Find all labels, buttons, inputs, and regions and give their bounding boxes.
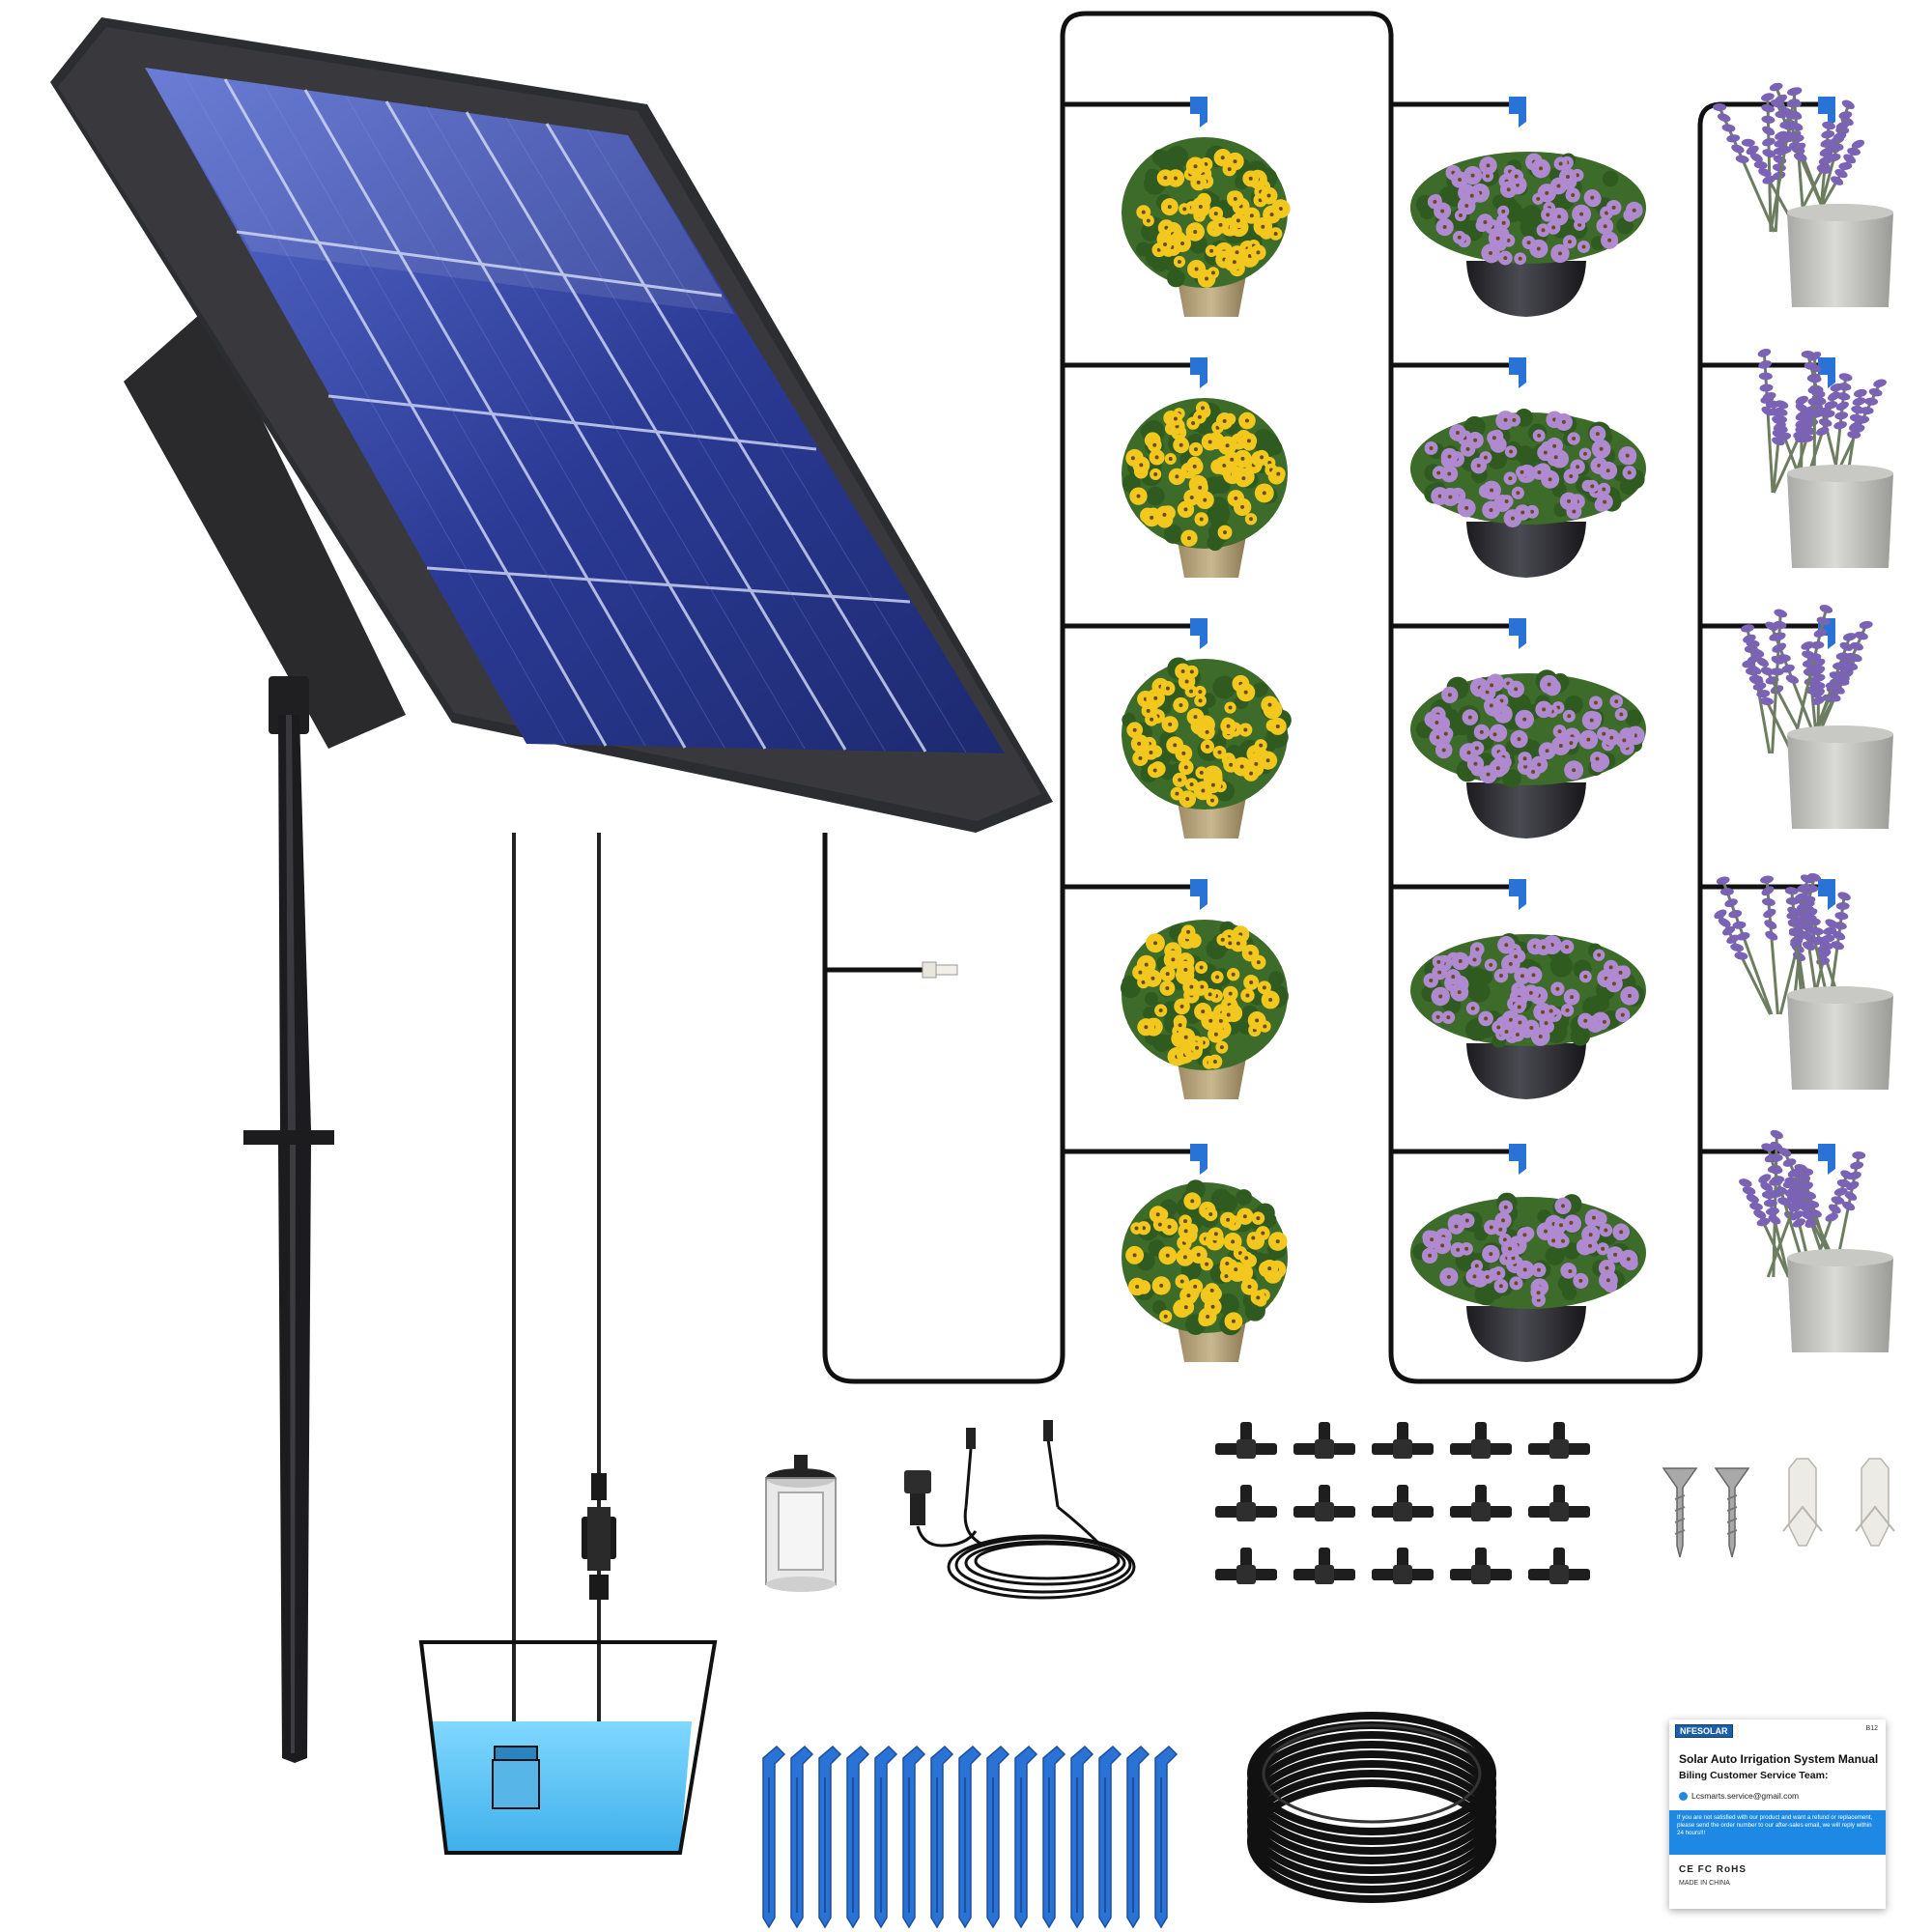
water-pump [492,1746,540,1809]
check-valve [922,961,958,979]
manual-header: NFESOLAR B12 [1669,1719,1886,1741]
screw [1662,1467,1698,1558]
tubing-coil [1247,1712,1496,1903]
solar-panel [50,17,1053,1763]
drip-stakes [762,1745,1179,1929]
tee-connector [1450,1485,1512,1521]
tee-connector [1528,1485,1590,1521]
yellow-flower-pot [1122,398,1288,578]
yellow-flower-pot [1120,920,1289,1099]
tee-connector [1215,1422,1277,1459]
tubing-network [822,11,1826,1384]
purple-flower-pot [1410,933,1646,1099]
plant-grid [1120,82,1893,1362]
drip-stake [902,1745,926,1929]
manual-email: Lcsmarts.service@gmail.com [1691,1791,1800,1801]
inline-connector [582,1473,616,1600]
lavender-pot [1714,872,1893,1090]
tee-connector [1450,1422,1512,1459]
manual-notice: If you are not satisfied with our produc… [1669,1810,1886,1855]
drip-stake [762,1745,786,1929]
drip-stake [818,1745,842,1929]
mounting-screws [1662,1458,1895,1558]
purple-flower-pot [1410,152,1646,317]
drip-stake [1014,1745,1038,1929]
panel-cell-grid [223,78,927,753]
yellow-flower-pot [1122,137,1291,317]
mail-icon [1679,1791,1688,1801]
water-tank [418,1640,718,1855]
purple-flower-pot [1410,1192,1646,1362]
tee-connector [1528,1422,1590,1459]
brand-logo: NFESOLAR [1675,1724,1733,1738]
screw [1714,1467,1750,1558]
drip-stake [1154,1745,1179,1929]
filter [765,1455,837,1592]
tee-connector [1293,1548,1355,1584]
tee-connector [1293,1485,1355,1521]
drip-stake [874,1745,898,1929]
drip-stake [1070,1745,1094,1929]
yellow-flower-pot [1122,1179,1288,1362]
tee-connector [1450,1548,1512,1584]
drip-stake [846,1745,870,1929]
drip-stake [1126,1745,1151,1929]
drip-stake [1098,1745,1122,1929]
drip-stake [1042,1745,1066,1929]
wall-anchor [1782,1458,1823,1547]
lavender-pot [1757,348,1893,568]
purple-flower-pot [1410,409,1646,578]
wall-anchor [1855,1458,1895,1547]
ground-stake [243,676,334,1763]
purple-flower-pot [1410,669,1646,838]
panel-glass [145,68,1005,753]
lavender-pot [1713,82,1893,307]
power-cable [904,1420,1136,1600]
manual-title: Solar Auto Irrigation System Manual [1679,1752,1879,1766]
certification-marks: CE FC RoHS [1679,1864,1747,1875]
drip-stake [986,1745,1010,1929]
tee-connector [1215,1548,1277,1584]
tee-connector [1372,1485,1434,1521]
dripper-nozzles [1190,97,1835,1175]
manual-email-row: Lcsmarts.service@gmail.com [1679,1791,1799,1801]
yellow-flower-pot [1122,657,1292,838]
made-in: MADE IN CHINA [1679,1880,1730,1887]
tee-connector [1372,1422,1434,1459]
lavender-pot [1739,1129,1893,1352]
drip-stake [958,1745,982,1929]
panel-back-bracket [124,307,406,749]
tee-connector [1215,1485,1277,1521]
tee-connector [1293,1422,1355,1459]
drip-stake [930,1745,954,1929]
instruction-manual: NFESOLAR B12 Solar Auto Irrigation Syste… [1669,1719,1886,1909]
manual-code: B12 [1865,1725,1878,1732]
tee-connectors [1215,1422,1590,1584]
manual-team: Biling Customer Service Team: [1679,1770,1829,1781]
tee-connector [1528,1548,1590,1584]
lavender-pot [1741,605,1893,829]
pump-cables [512,833,601,1739]
tee-connector [1372,1548,1434,1584]
drip-stake [790,1745,814,1929]
